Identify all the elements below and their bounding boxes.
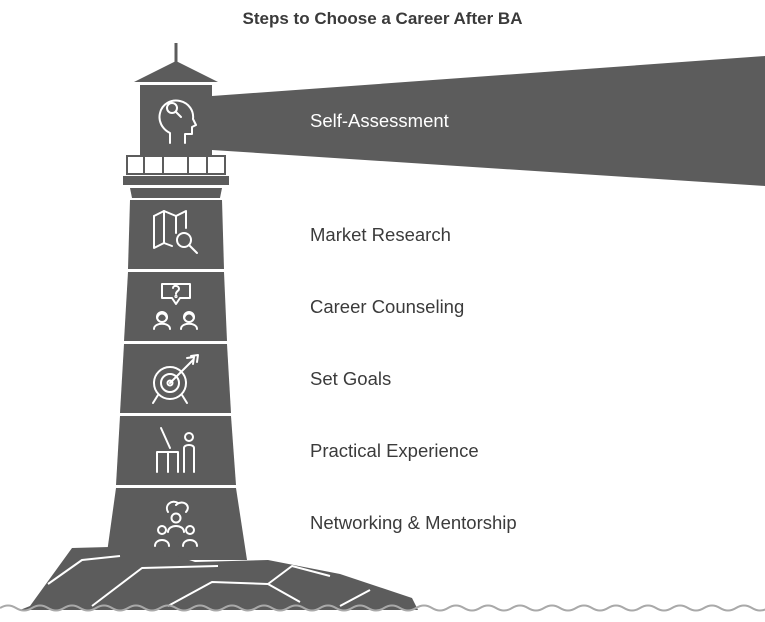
rocks <box>20 546 418 610</box>
tower-section-4 <box>116 416 236 485</box>
step-label-self-assessment: Self-Assessment <box>310 110 449 131</box>
tower-section-2 <box>124 272 227 341</box>
step-label-market-research: Market Research <box>310 224 451 245</box>
step-label-networking-mentorship: Networking & Mentorship <box>310 512 517 533</box>
diagram-title: Steps to Choose a Career After BA <box>242 9 523 28</box>
lighthouse-roof <box>134 61 218 82</box>
lantern-room <box>140 85 212 155</box>
step-label-practical-experience: Practical Experience <box>310 440 479 461</box>
tower-collar <box>130 188 222 198</box>
light-beam <box>212 56 765 186</box>
person-head-icon <box>158 99 197 144</box>
gallery-deck <box>123 176 229 185</box>
desk-worker-icon <box>156 427 195 473</box>
tower-section-1 <box>128 200 224 269</box>
target-icon <box>152 354 199 404</box>
tower-section-5 <box>106 488 247 560</box>
counseling-icon <box>153 283 198 330</box>
gallery-railing <box>126 155 226 175</box>
step-label-career-counseling: Career Counseling <box>310 296 465 317</box>
step-label-set-goals: Set Goals <box>310 368 392 389</box>
water-waves <box>0 604 765 612</box>
people-network-icon <box>154 500 198 547</box>
map-search-icon <box>153 210 198 254</box>
